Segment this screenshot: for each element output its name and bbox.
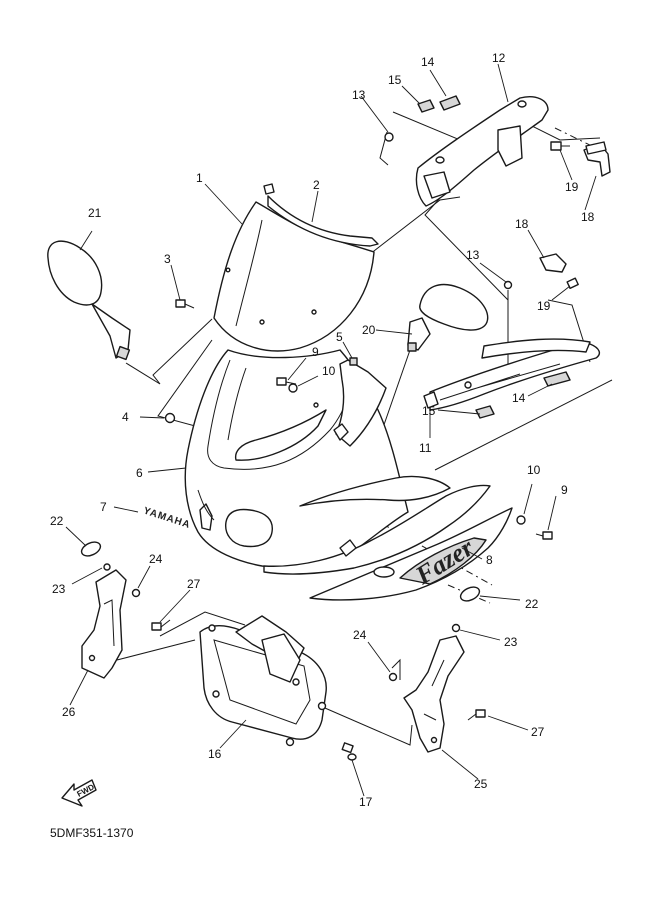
callout-3: 3 [164,252,171,266]
left-lower-stay [81,569,127,679]
callout-13-upper: 13 [352,88,366,102]
callout-5: 5 [336,330,343,344]
callout-23-left: 23 [52,582,66,596]
headlight-bracket [199,615,327,747]
callout-23-right: 23 [504,635,518,649]
yamaha-decal: YAMAHA [142,506,192,532]
callout-11: 11 [419,441,432,455]
callout-18-upper: 18 [581,210,595,224]
callout-2: 2 [313,178,320,192]
leader-lines [65,63,597,797]
yamaha-emblem: YAMAHA [142,506,192,532]
fwd-arrow-icon: FWD [61,779,97,807]
callout-19-lower: 19 [537,299,551,313]
callout-14-lower: 14 [512,391,526,405]
callout-15-lower: 15 [422,404,436,418]
callout-24-left: 24 [149,552,163,566]
callout-21: 21 [88,206,102,220]
callout-19-upper: 19 [565,180,579,194]
callout-12: 12 [492,51,506,65]
callout-7: 7 [100,500,107,514]
callout-17: 17 [359,795,373,809]
side-bracket [333,359,387,447]
callout-18-lower: 18 [515,217,529,231]
callout-13-lower: 13 [466,248,480,262]
callout-labels: 1 2 3 4 5 6 7 8 9 9 10 10 11 12 13 13 14… [50,51,595,809]
right-mirror [407,283,489,352]
callout-4: 4 [122,410,129,424]
callout-24-right: 24 [353,628,367,642]
callout-22-left: 22 [50,514,64,528]
callout-22-right: 22 [525,597,539,611]
callout-27-right: 27 [531,725,545,739]
right-lower-stay [403,635,465,753]
damper-top [417,95,461,113]
hardware [80,132,579,761]
right-cowling-lower [263,475,491,575]
callout-9-lower: 9 [561,483,568,497]
callout-6: 6 [136,466,143,480]
left-mirror [47,240,131,361]
callout-27-left: 27 [187,577,201,591]
callout-15-upper: 15 [388,73,402,87]
damper-lower [475,371,571,419]
callout-9-upper: 9 [312,345,319,359]
callout-14-upper: 14 [421,55,435,69]
cowling-stay [415,96,549,207]
callout-8: 8 [486,553,493,567]
callout-1: 1 [196,171,203,185]
callout-10-lower: 10 [527,463,541,477]
callout-25: 25 [474,777,488,791]
drawing-code: 5DMF351-1370 [50,826,134,840]
bracket-upper [583,141,611,177]
callout-26: 26 [62,705,76,719]
bracket-lower [539,253,567,273]
windshield-trim [267,195,379,247]
windshield [213,183,375,352]
callout-10-upper: 10 [322,364,336,378]
callout-16: 16 [208,747,222,761]
callout-20: 20 [362,323,376,337]
inner-panel [423,338,601,411]
